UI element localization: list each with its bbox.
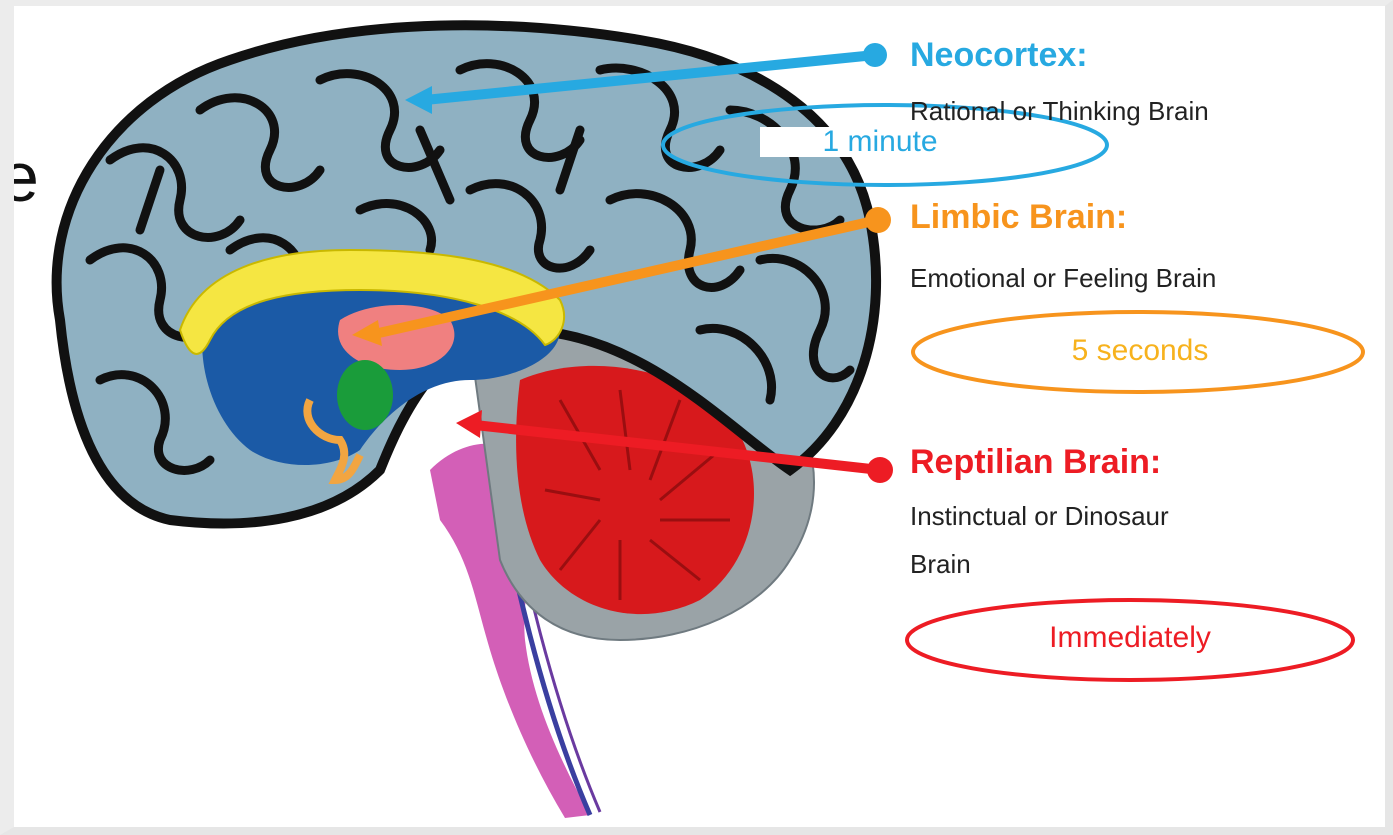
limbic-subtitle: Emotional or Feeling Brain: [910, 262, 1216, 295]
neocortex-subtitle: Rational or Thinking Brain: [910, 95, 1209, 128]
neocortex-title: Neocortex:: [910, 38, 1088, 72]
reptilian-subtitle-line1: Instinctual or Dinosaur: [910, 500, 1169, 533]
neocortex-time: 1 minute: [760, 127, 1000, 157]
reptilian-subtitle-line2: Brain: [910, 548, 971, 581]
reptilian-time: Immediately: [990, 623, 1270, 653]
amygdala: [337, 360, 393, 430]
limbic-time: 5 seconds: [1000, 336, 1280, 366]
limbic-title: Limbic Brain:: [910, 200, 1127, 234]
reptilian-title: Reptilian Brain:: [910, 445, 1161, 479]
